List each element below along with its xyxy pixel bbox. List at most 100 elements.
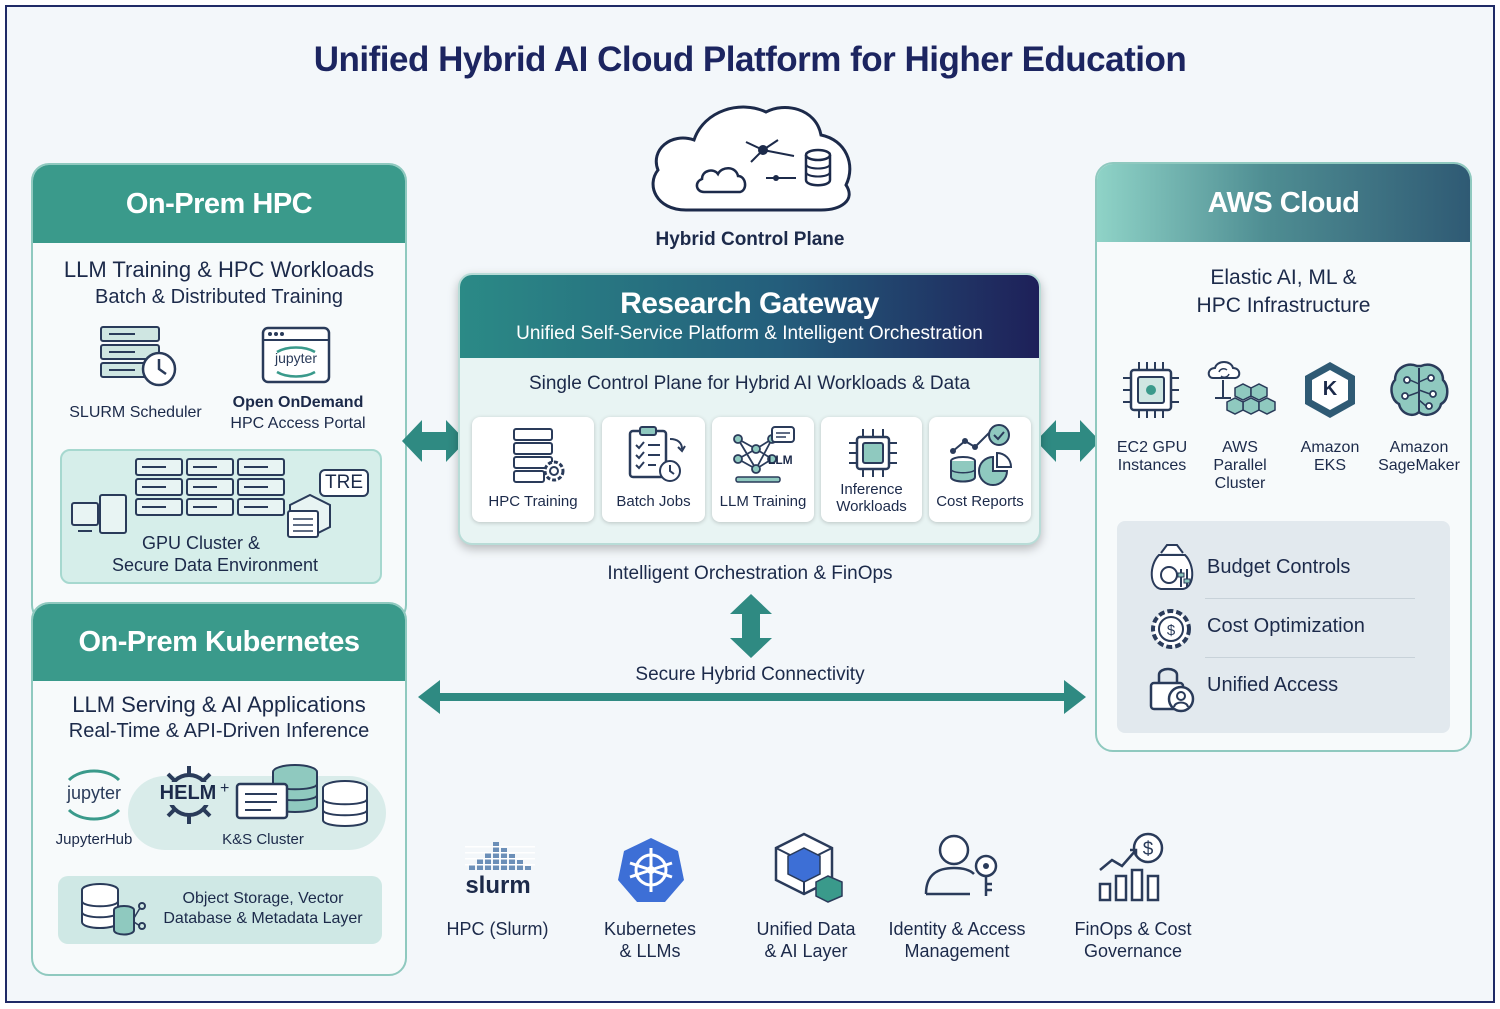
bottom-label-finops-line1: FinOps & Cost <box>1074 919 1192 939</box>
svg-text:$: $ <box>1167 622 1176 639</box>
jupyter-wordmark: jupyter <box>274 350 318 366</box>
aws-heading-line2: HPC Infrastructure <box>1196 294 1371 317</box>
storage-label-line2: Database & Metadata Layer <box>163 910 363 927</box>
cost-reports-card[interactable]: Cost Reports <box>929 417 1031 522</box>
eks-hexagon-icon <box>1305 362 1355 418</box>
slurm-logo-icon <box>465 842 535 870</box>
card-label: Cost Reports <box>936 493 1024 510</box>
slurm-scheduler-label: SLURM Scheduler <box>69 404 202 421</box>
bottom-label-data-line2: & AI Layer <box>764 941 848 961</box>
research-gateway-panel: Research Gateway Unified Self-Service Pl… <box>458 273 1041 545</box>
bottom-label-k8s-line2: & LLMs <box>619 941 681 961</box>
jupyterhub-label: JupyterHub <box>55 831 133 848</box>
inference-subheading: Real-Time & API-Driven Inference <box>68 720 370 742</box>
k8s-cluster-label: K&S Cluster <box>222 831 304 848</box>
server-gear-icon <box>513 428 565 483</box>
eks-label-line1: Amazon <box>1300 439 1360 456</box>
storage-label-line1: Object Storage, Vector <box>182 890 344 907</box>
secure-data-env-label: Secure Data Environment <box>111 555 319 575</box>
jupyterhub-logo-icon <box>67 769 121 821</box>
ec2-label-line1: EC2 GPU <box>1116 439 1188 456</box>
onprem-hpc-header: On-Prem HPC <box>33 165 405 243</box>
gpu-chip-icon <box>1123 362 1179 418</box>
neural-network-icon <box>733 426 795 483</box>
pcluster-label-line3: Cluster <box>1214 475 1266 492</box>
cost-optimization-label: Cost Optimization <box>1207 615 1365 637</box>
finops-growth-icon: $ <box>1098 832 1164 902</box>
gateway-subtitle: Unified Self-Service Platform & Intellig… <box>516 323 983 344</box>
card-label: HPC Training <box>488 493 578 510</box>
hpc-training-subheading: Batch & Distributed Training <box>95 286 343 308</box>
control-plane-label: Hybrid Control Plane <box>655 229 845 250</box>
slurm-scheduler-icon <box>100 326 177 387</box>
onprem-k8s-header: On-Prem Kubernetes <box>33 604 405 681</box>
gpu-cluster-label: GPU Cluster & <box>141 533 261 553</box>
batch-jobs-card[interactable]: Batch Jobs <box>602 417 705 522</box>
card-label: LLM Training <box>719 493 807 510</box>
finops-divider <box>1205 598 1415 599</box>
unified-access-lock-icon <box>1149 667 1195 713</box>
finops-divider <box>1205 657 1415 658</box>
parallel-cluster-icon <box>1207 361 1276 415</box>
llm-serving-heading: LLM Serving & AI Applications <box>72 692 366 717</box>
card-label: Batch Jobs <box>616 493 691 510</box>
clipboard-checklist-icon <box>628 426 686 482</box>
hpc-workloads-heading: LLM Training & HPC Workloads <box>63 257 375 282</box>
pcluster-label-line2: Parallel <box>1213 457 1267 474</box>
budget-controls-label: Budget Controls <box>1207 556 1351 578</box>
k8s-cluster-icon <box>235 764 368 827</box>
eks-k-letter: K <box>1322 378 1338 400</box>
card-label-line1: Inference <box>840 481 903 498</box>
left-double-arrow <box>402 420 466 462</box>
storage-layer-box: Object Storage, Vector Database & Metada… <box>58 876 382 944</box>
chip-icon <box>849 429 897 477</box>
bottom-label-hpc: HPC (Slurm) <box>446 919 549 939</box>
slurm-wordmark: slurm <box>465 872 531 899</box>
pcluster-label-line1: AWS <box>1222 439 1258 456</box>
gateway-tagline: Single Control Plane for Hybrid AI Workl… <box>528 373 971 394</box>
aws-heading-line1: Elastic AI, ML & <box>1210 266 1357 289</box>
data-cube-icon <box>774 832 843 903</box>
card-label-line2: Workloads <box>836 498 907 515</box>
bottom-label-iam-line2: Management <box>904 941 1010 961</box>
jupyter-window-icon <box>261 326 331 384</box>
open-ondemand-subtitle: HPC Access Portal <box>230 415 366 432</box>
bottom-label-finops-line2: Governance <box>1083 941 1183 961</box>
sagemaker-label-line2: SageMaker <box>1378 457 1460 474</box>
ec2-label-line2: Instances <box>1117 457 1187 474</box>
llm-badge: LLM <box>768 453 793 467</box>
vertical-double-arrow <box>730 594 772 658</box>
bottom-label-k8s-line1: Kubernetes <box>603 919 697 939</box>
gateway-header: Research Gateway Unified Self-Service Pl… <box>460 275 1039 358</box>
kubernetes-icon <box>618 838 684 902</box>
helm-wordmark: HELM <box>157 782 219 805</box>
cloud-icon <box>651 105 852 212</box>
jupyter-wordmark: jupyter <box>66 783 122 803</box>
gateway-title: Research Gateway <box>620 287 879 320</box>
connectivity-label: Secure Hybrid Connectivity <box>635 664 865 685</box>
right-double-arrow <box>1036 420 1100 462</box>
bottom-label-iam-line1: Identity & Access <box>888 919 1026 939</box>
plus-sign: + <box>220 780 230 797</box>
inference-workloads-card[interactable]: Inference Workloads <box>821 417 922 522</box>
server-rack-icon <box>71 458 331 539</box>
hpc-training-card[interactable]: HPC Training <box>472 417 594 522</box>
llm-training-card[interactable]: LLM LLM Training <box>712 417 814 522</box>
sagemaker-label-line1: Amazon <box>1389 439 1449 456</box>
cost-chart-icon <box>950 424 1013 486</box>
connectivity-arrow <box>418 680 1086 714</box>
finops-controls-box: Budget Controls $ Cost Optimization Unif… <box>1117 521 1450 733</box>
cost-gear-icon: $ <box>1151 609 1191 649</box>
eks-label-line2: EKS <box>1313 457 1346 474</box>
unified-access-label: Unified Access <box>1207 674 1339 696</box>
onprem-hpc-panel: On-Prem HPC LLM Training & HPC Workloads… <box>31 163 407 623</box>
svg-text:$: $ <box>1143 839 1154 860</box>
tre-badge: TRE <box>319 469 369 497</box>
budget-bag-icon <box>1150 544 1194 590</box>
onprem-k8s-panel: On-Prem Kubernetes LLM Serving & AI Appl… <box>31 602 407 976</box>
orchestration-label: Intelligent Orchestration & FinOps <box>607 563 893 584</box>
open-ondemand-title: Open OnDemand <box>232 394 364 411</box>
identity-key-icon <box>924 834 998 896</box>
database-icon <box>81 883 146 936</box>
sagemaker-brain-icon <box>1390 363 1449 416</box>
